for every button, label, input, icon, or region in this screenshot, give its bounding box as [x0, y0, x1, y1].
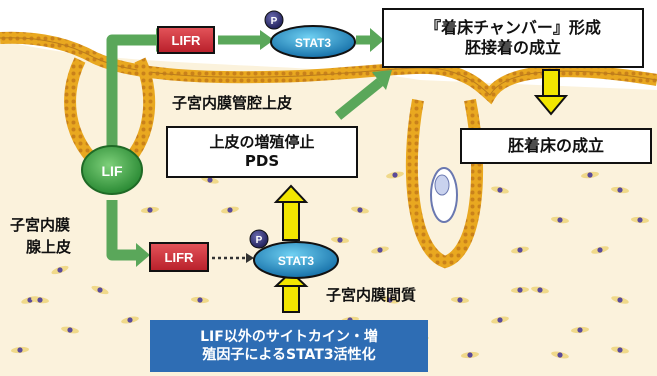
- callout-to-stat3-arrow-shaft: [282, 283, 300, 313]
- stat3-top-label: STAT3: [295, 36, 332, 50]
- stroma-cell-nucleus: [357, 207, 363, 213]
- chamber-formation-line1: 『着床チャンバー』形成: [425, 18, 601, 37]
- lifr-receptor-top: [157, 26, 215, 54]
- phosphate-top-label: P: [271, 16, 278, 27]
- stroma-cell-nucleus: [597, 247, 603, 253]
- stat3-bottom-label: STAT3: [278, 254, 315, 268]
- stroma-cell-nucleus: [387, 297, 393, 303]
- lif-to-lifr-top-arrow-shaft: [106, 34, 158, 150]
- stroma-cell-nucleus: [517, 287, 523, 293]
- stroma-cell-nucleus: [227, 207, 233, 213]
- stroma-cell-nucleus: [617, 297, 623, 303]
- stroma-cells: [11, 171, 649, 359]
- stroma-cell-nucleus: [557, 352, 563, 358]
- implantation-crypt: [405, 98, 484, 269]
- implantation-box: 胚着床の成立: [460, 128, 652, 164]
- cytokine-callout-line2: 殖因子によるSTAT3活性化: [202, 347, 376, 363]
- stat3-to-pds-arrowhead: [273, 184, 309, 203]
- stroma-cell-nucleus: [197, 297, 203, 303]
- cytokine-callout-line1: LIF以外のサイトカイン・増: [200, 328, 378, 345]
- lif-to-lifr-bottom-arrow-shaft: [106, 200, 138, 261]
- phosphate-top: [264, 10, 284, 30]
- chamber-formation-box: 『着床チャンバー』形成 胚接着の成立: [382, 8, 644, 68]
- lif-to-lifr-bottom-arrowhead: [136, 243, 150, 267]
- stroma-cell-nucleus: [97, 287, 103, 293]
- stroma-cell-nucleus: [337, 237, 343, 243]
- chamber-formation-line2: 胚接着の成立: [464, 38, 561, 57]
- pds-to-chamber-arrowhead: [372, 70, 392, 90]
- phosphate-bottom: [249, 229, 269, 249]
- implantation-label: 胚着床の成立: [507, 136, 604, 155]
- phosphate-bottom-label: P: [256, 235, 263, 246]
- lif-label: LIF: [102, 163, 123, 179]
- stroma-cell-nucleus: [467, 352, 473, 358]
- stat3-top: [270, 25, 356, 59]
- pds-box: 上皮の増殖停止 PDS: [166, 126, 358, 178]
- stroma-cell-nucleus: [457, 297, 463, 303]
- stroma-cell-nucleus: [537, 287, 543, 293]
- lifr-to-stat3-dotted-arrowhead: [246, 253, 254, 263]
- stroma-cell-nucleus: [497, 187, 503, 193]
- stroma-cell-nucleus: [617, 347, 623, 353]
- cytokine-activation-callout: LIF以外のサイトカイン・増 殖因子によるSTAT3活性化: [150, 320, 428, 372]
- stroma-cell-nucleus: [557, 217, 563, 223]
- stroma-cell-nucleus: [207, 177, 213, 183]
- glandular-epithelium-label-line2: 腺上皮: [26, 238, 72, 256]
- stroma-cell-nucleus: [147, 207, 153, 213]
- chamber-to-implantation-arrow-shaft: [542, 69, 560, 99]
- lifr-to-stat3-arrowhead: [260, 30, 274, 50]
- pds-line2: PDS: [244, 152, 280, 170]
- stroma-cell-nucleus: [37, 297, 43, 303]
- embryo-inner-cell-mass: [434, 174, 450, 196]
- stat3-to-chamber-arrowhead: [370, 28, 384, 52]
- stroma-cell-nucleus: [127, 317, 133, 323]
- stat3-bottom: [253, 241, 339, 279]
- stroma-cell-nucleus: [587, 172, 593, 178]
- stroma-cell-nucleus: [497, 317, 503, 323]
- stroma-label: 子宮内膜間質: [326, 286, 417, 304]
- luminal-epithelium-edge: [0, 37, 657, 96]
- stroma-cell-nucleus: [577, 327, 583, 333]
- lifr-bottom-label: LIFR: [165, 250, 194, 265]
- glandular-epithelium-label-line1: 子宮内膜: [10, 216, 71, 234]
- lifr-receptor-bottom: [149, 242, 209, 272]
- stroma-cell-nucleus: [17, 347, 23, 353]
- chamber-to-implantation-arrowhead: [533, 95, 569, 116]
- luminal-epithelium-label: 子宮内膜管腔上皮: [172, 94, 293, 112]
- stat3-to-pds-arrow-shaft: [282, 199, 300, 241]
- stroma-cell-nucleus: [517, 247, 523, 253]
- stroma-cell-nucleus: [637, 217, 643, 223]
- lifr-top-label: LIFR: [172, 33, 201, 48]
- stroma-cell-nucleus: [617, 187, 623, 193]
- stroma-cell-nucleus: [377, 247, 383, 253]
- callout-to-stat3-arrowhead: [273, 270, 309, 287]
- stroma-background: [0, 40, 657, 376]
- lif-cell: [81, 145, 143, 195]
- stroma-cell-nucleus: [57, 267, 63, 273]
- stroma-cell-nucleus: [67, 327, 73, 333]
- stroma-cell-nucleus: [392, 172, 398, 178]
- pds-to-chamber-arrow-shaft: [334, 78, 384, 120]
- pds-line1: 上皮の増殖停止: [209, 133, 315, 152]
